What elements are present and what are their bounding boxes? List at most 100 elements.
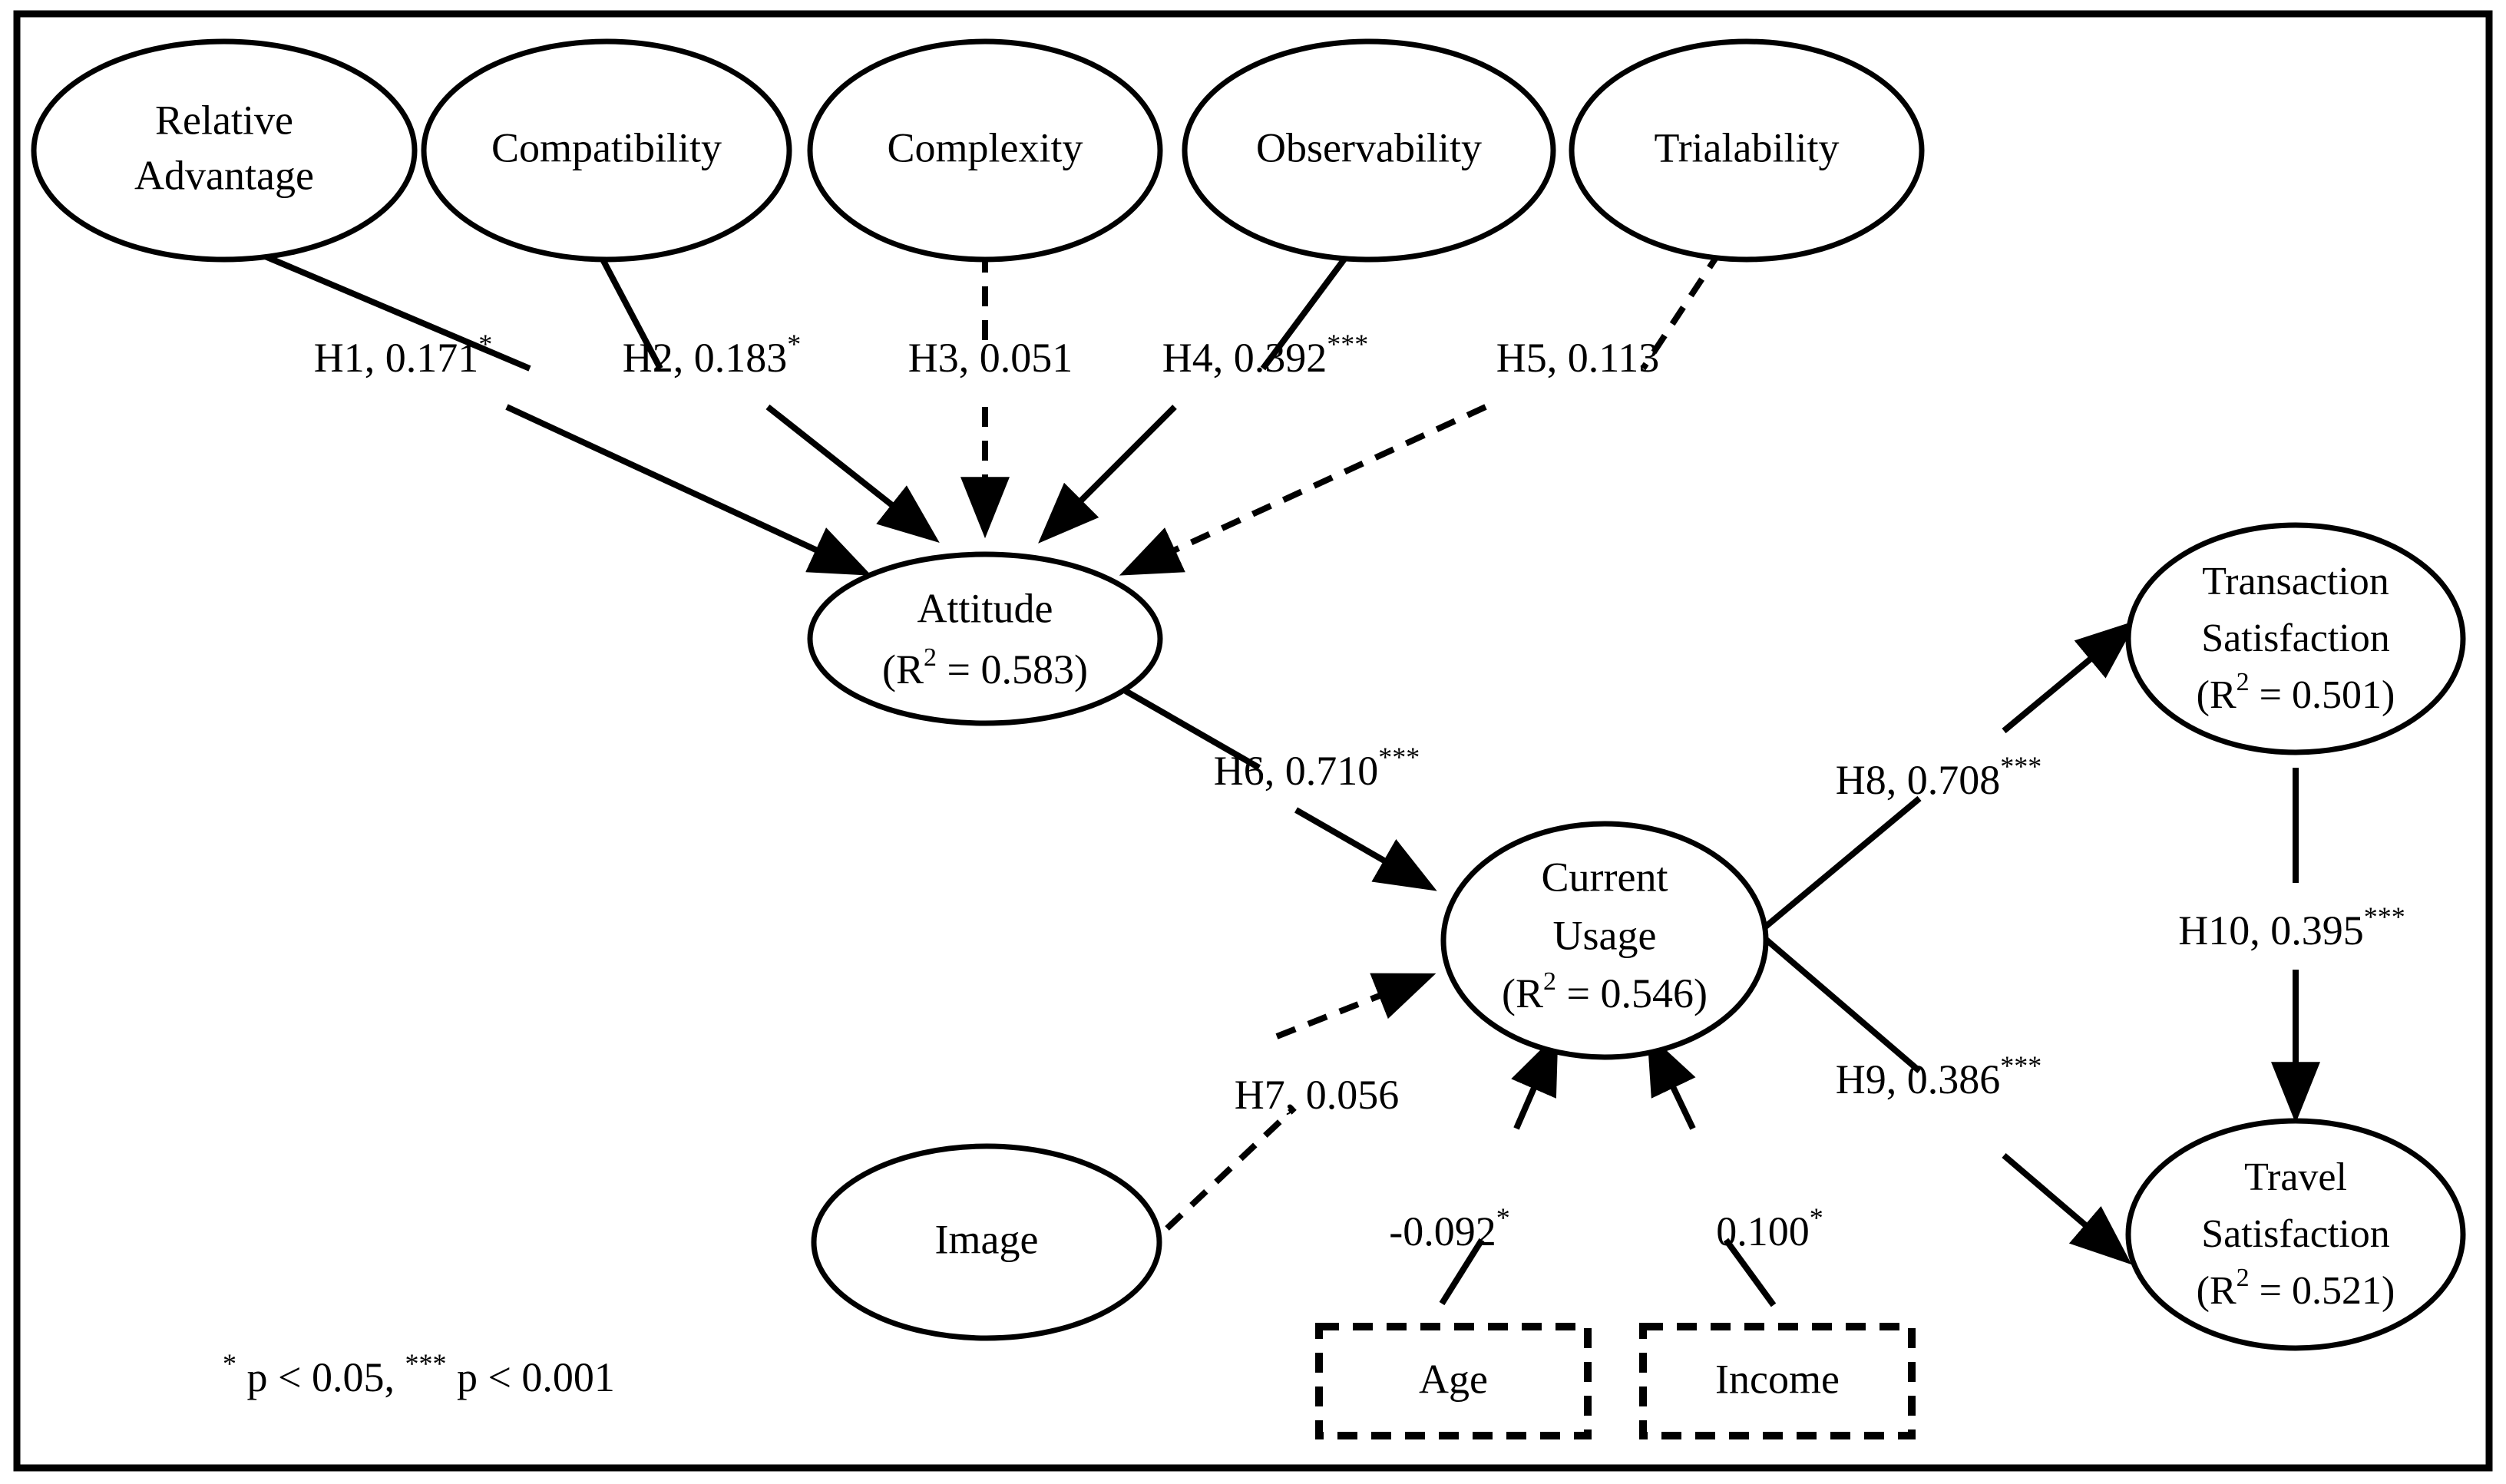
edge-h7-arrow bbox=[1275, 973, 1436, 1039]
edge-label-h9: H9, 0.386*** bbox=[1836, 1050, 2042, 1102]
edge-label-h1-text: H1, 0.171 bbox=[314, 335, 479, 381]
edge-label-h10-text: H10, 0.395 bbox=[2178, 907, 2364, 954]
edge-label-h4-sig: *** bbox=[1327, 329, 1368, 359]
edge-age-arrow bbox=[1511, 1032, 1559, 1130]
node-income[interactable]: Income bbox=[1639, 1323, 1916, 1439]
edge-label-h6-sig: *** bbox=[1378, 742, 1420, 772]
edge-age-stub bbox=[1439, 1238, 1485, 1306]
node-trialability[interactable]: Trialability bbox=[1569, 38, 1925, 263]
edge-label-income-sig: * bbox=[1810, 1202, 1823, 1233]
edge-label-h10: H10, 0.395*** bbox=[2178, 901, 2405, 954]
edge-label-h4: H4, 0.392*** bbox=[1162, 329, 1369, 381]
edge-label-income-text: 0.100 bbox=[1716, 1208, 1810, 1254]
edge-label-h8-text: H8, 0.708 bbox=[1836, 757, 2001, 803]
edge-label-h1: H1, 0.171* bbox=[314, 329, 493, 381]
edge-label-age: -0.092* bbox=[1389, 1202, 1509, 1254]
node-travel-satisfaction-r2-exponent: 2 bbox=[2237, 1264, 2250, 1292]
node-complexity[interactable]: Complexity bbox=[807, 38, 1163, 263]
edge-label-h9-sig: *** bbox=[2000, 1050, 2041, 1081]
node-image[interactable]: Image bbox=[811, 1143, 1162, 1341]
node-attitude-r2-suffix: = 0.583) bbox=[937, 646, 1088, 692]
node-relative-advantage[interactable]: Relative Advantage bbox=[31, 38, 418, 263]
node-income-label: Income bbox=[1715, 1356, 1840, 1402]
edge-income-arrow bbox=[1647, 1032, 1696, 1130]
edge-label-h2-text: H2, 0.183 bbox=[623, 335, 788, 381]
edge-h8-stub bbox=[1756, 795, 1922, 936]
edge-h9-stub bbox=[1756, 930, 1922, 1074]
edge-label-h7-text: H7, 0.056 bbox=[1235, 1072, 1400, 1118]
edge-label-h10-sig: *** bbox=[2364, 901, 2405, 932]
node-attitude-r2-exponent: 2 bbox=[924, 643, 937, 672]
edge-label-h5: H5, 0.113 bbox=[1496, 335, 1660, 381]
node-transaction-satisfaction-line1: Transaction bbox=[2202, 560, 2389, 603]
edge-label-h9-text: H9, 0.386 bbox=[1836, 1056, 2001, 1102]
node-attitude-label: Attitude bbox=[917, 585, 1053, 631]
edge-h7-stub bbox=[1165, 1106, 1297, 1231]
node-age[interactable]: Age bbox=[1315, 1323, 1592, 1439]
node-transaction-satisfaction-r2-exponent: 2 bbox=[2237, 668, 2250, 696]
node-complexity-label: Complexity bbox=[888, 124, 1083, 170]
edge-label-h8: H8, 0.708*** bbox=[1836, 751, 2042, 803]
legend-p-2: p < 0.001 bbox=[446, 1354, 614, 1400]
edge-h4-arrow bbox=[1038, 405, 1177, 544]
node-travel-satisfaction-line2: Satisfaction bbox=[2201, 1212, 2390, 1256]
edge-h9-arrow bbox=[2002, 1152, 2132, 1265]
node-transaction-satisfaction[interactable]: Transaction Satisfaction (R2 = 0.501) bbox=[2125, 522, 2466, 755]
node-current-usage-r2: (R2 = 0.546) bbox=[1502, 967, 1708, 1016]
node-travel-satisfaction-r2-suffix: = 0.521) bbox=[2250, 1269, 2395, 1313]
node-current-usage-line1: Current bbox=[1542, 854, 1668, 900]
edge-label-h6-text: H6, 0.710 bbox=[1214, 748, 1379, 794]
node-relative-advantage-line1: Relative bbox=[155, 97, 293, 143]
legend-star-1: * bbox=[223, 1348, 236, 1379]
edge-label-h6: H6, 0.710*** bbox=[1214, 742, 1420, 794]
node-age-label: Age bbox=[1419, 1356, 1488, 1402]
node-observability[interactable]: Observability bbox=[1182, 38, 1556, 263]
node-image-label: Image bbox=[935, 1216, 1039, 1262]
node-travel-satisfaction-r2-prefix: (R bbox=[2197, 1269, 2237, 1313]
edge-label-income: 0.100* bbox=[1716, 1202, 1823, 1254]
edge-label-h3-text: H3, 0.051 bbox=[908, 335, 1073, 381]
edge-label-h5-text: H5, 0.113 bbox=[1496, 335, 1660, 381]
node-current-usage[interactable]: Current Usage (R2 = 0.546) bbox=[1440, 821, 1769, 1060]
edge-label-h8-sig: *** bbox=[2000, 751, 2041, 782]
edge-h1-arrow bbox=[505, 404, 872, 576]
edge-label-age-text: -0.092 bbox=[1389, 1208, 1496, 1254]
edge-h6-arrow bbox=[1294, 807, 1437, 891]
edge-h5-arrow bbox=[1119, 404, 1487, 576]
node-transaction-satisfaction-r2-prefix: (R bbox=[2197, 673, 2237, 717]
significance-legend: * p < 0.05, *** p < 0.001 bbox=[223, 1348, 615, 1400]
edge-h5-stub bbox=[1640, 220, 1742, 371]
node-relative-advantage-line2: Advantage bbox=[134, 152, 314, 198]
node-transaction-satisfaction-line2: Satisfaction bbox=[2201, 616, 2390, 660]
edge-h2-arrow bbox=[765, 404, 940, 543]
node-current-usage-line2: Usage bbox=[1553, 912, 1657, 958]
legend-star-3: *** bbox=[405, 1348, 446, 1379]
node-travel-satisfaction-line1: Travel bbox=[2244, 1155, 2347, 1199]
edge-label-h4-text: H4, 0.392 bbox=[1162, 335, 1327, 381]
edge-label-h3: H3, 0.051 bbox=[908, 335, 1073, 381]
edge-label-h7: H7, 0.056 bbox=[1235, 1072, 1400, 1118]
node-compatibility[interactable]: Compatibility bbox=[421, 38, 792, 263]
node-observability-label: Observability bbox=[1256, 124, 1482, 170]
node-attitude-r2: (R2 = 0.583) bbox=[882, 643, 1088, 692]
node-compatibility-label: Compatibility bbox=[491, 124, 722, 170]
edge-label-h1-sig: * bbox=[478, 329, 492, 359]
node-travel-satisfaction[interactable]: Travel Satisfaction (R2 = 0.521) bbox=[2125, 1118, 2466, 1351]
edge-h6-stub bbox=[1124, 688, 1261, 771]
node-travel-satisfaction-r2: (R2 = 0.521) bbox=[2197, 1264, 2395, 1313]
node-attitude[interactable]: Attitude (R2 = 0.583) bbox=[807, 551, 1163, 726]
node-trialability-label: Trialability bbox=[1654, 124, 1839, 170]
node-current-usage-r2-exponent: 2 bbox=[1543, 967, 1556, 996]
edge-label-age-sig: * bbox=[1496, 1202, 1510, 1233]
node-current-usage-r2-prefix: (R bbox=[1502, 970, 1543, 1016]
edge-label-h2: H2, 0.183* bbox=[623, 329, 802, 381]
node-current-usage-r2-suffix: = 0.546) bbox=[1556, 970, 1708, 1016]
edge-label-h2-sig: * bbox=[787, 329, 801, 359]
node-transaction-satisfaction-r2-suffix: = 0.501) bbox=[2250, 673, 2395, 717]
edge-income-stub bbox=[1723, 1238, 1777, 1307]
legend-p-1: p < 0.05, bbox=[236, 1354, 405, 1400]
node-transaction-satisfaction-r2: (R2 = 0.501) bbox=[2197, 668, 2395, 717]
node-attitude-r2-prefix: (R bbox=[882, 646, 924, 692]
figure-border bbox=[13, 10, 2493, 1472]
